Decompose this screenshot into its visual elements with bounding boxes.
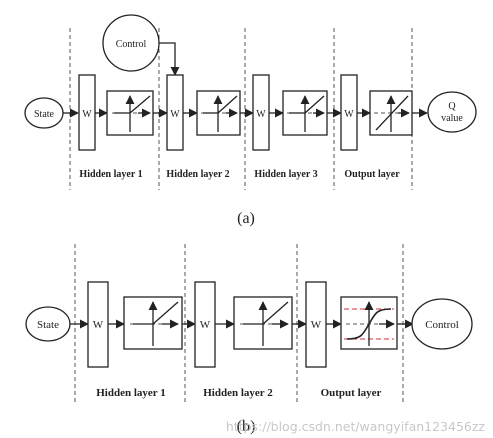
- state-label: State: [37, 319, 59, 331]
- q-value-node: [427, 91, 477, 133]
- layer-label: Hidden layer 1: [79, 169, 142, 180]
- relu-activation-box: [282, 90, 328, 136]
- layer-label: Output layer: [321, 387, 382, 399]
- layer-label: Hidden layer 3: [254, 169, 317, 180]
- value-label: value: [441, 113, 463, 124]
- watermark-text: https://blog.csdn.net/wangyifan123456zz: [226, 419, 486, 434]
- relu-activation-box: [196, 90, 241, 136]
- layer-label: Hidden layer 1: [96, 387, 165, 399]
- caption-b: (b): [237, 418, 256, 435]
- weight-label: W: [311, 319, 322, 331]
- layer-label: Output layer: [344, 169, 400, 180]
- weight-label: W: [256, 109, 266, 120]
- relu-activation-box: [123, 296, 183, 350]
- weight-label: W: [344, 109, 354, 120]
- control-label: Control: [116, 39, 147, 50]
- weight-label: W: [170, 109, 180, 120]
- state-label: State: [34, 109, 55, 120]
- caption-a: (a): [237, 210, 255, 227]
- diagram-a: State Control W W: [24, 14, 477, 227]
- control-label: Control: [425, 319, 459, 331]
- weight-label: W: [93, 319, 104, 331]
- layer-label: Hidden layer 2: [166, 169, 229, 180]
- weight-label: W: [200, 319, 211, 331]
- tanh-activation-box: [340, 296, 398, 350]
- relu-activation-box: [106, 90, 154, 136]
- relu-activation-box: [233, 296, 293, 350]
- control-arrow: [159, 42, 180, 76]
- diagram-b: State W W W: [25, 244, 473, 435]
- layer-label: Hidden layer 2: [203, 387, 273, 399]
- q-label: Q: [448, 101, 456, 112]
- weight-label: W: [82, 109, 92, 120]
- linear-activation-box: [369, 90, 413, 136]
- control-output-node: [411, 298, 473, 350]
